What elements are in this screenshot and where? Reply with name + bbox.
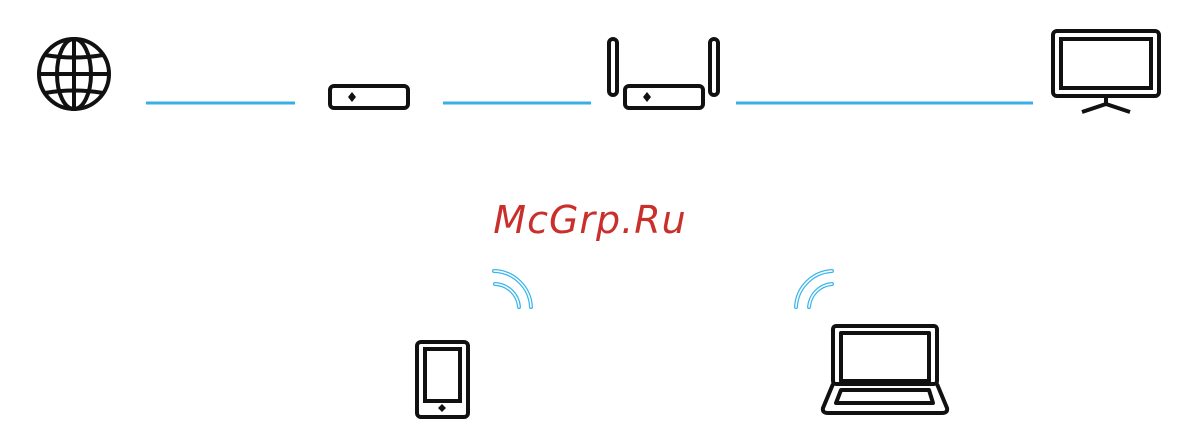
modem-box-icon	[330, 86, 408, 108]
globe-icon	[39, 39, 109, 109]
laptop-icon	[823, 326, 947, 413]
tv-monitor-icon	[1053, 31, 1159, 112]
wifi-signal-icon-phone	[494, 271, 531, 307]
smartphone-icon	[417, 342, 468, 417]
watermark-text: McGrp.Ru	[0, 198, 1180, 242]
wifi-signal-icon-laptop	[796, 271, 832, 307]
router-antennas-icon	[609, 39, 718, 108]
